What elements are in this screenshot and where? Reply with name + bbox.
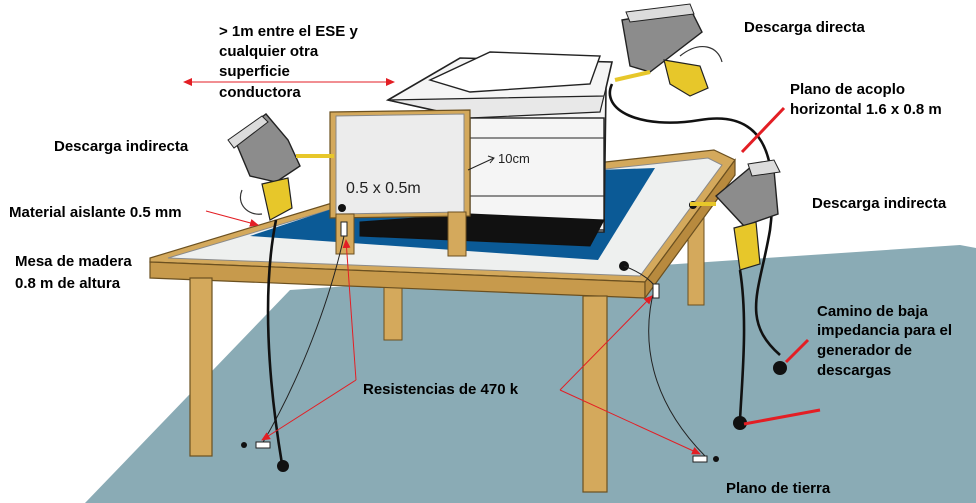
distance-line-2: cualquier otra: [219, 43, 319, 60]
table-line-1: Mesa de madera: [15, 253, 132, 270]
indirect-discharge-right-label: Descarga indirecta: [812, 195, 947, 212]
vertical-coupling-plane: 0.5 x 0.5m: [329, 109, 471, 257]
low-impedance-line-4: descargas: [817, 362, 891, 379]
direct-discharge-label: Descarga directa: [744, 19, 866, 36]
esd-gun-indirect-right: [690, 159, 787, 430]
distance-line-3: superficie: [219, 63, 290, 80]
ground-plane-label: Plano de tierra: [726, 480, 831, 497]
low-impedance-note: Camino de baja impedancia para el genera…: [817, 303, 952, 379]
coupling-plane-line-2: horizontal 1.6 x 0.8 m: [790, 101, 942, 118]
coupling-plane-note: Plano de acoplo horizontal 1.6 x 0.8 m: [790, 81, 942, 118]
table-line-2: 0.8 m de altura: [15, 275, 121, 292]
distance-line-1: > 1m entre el ESE y: [219, 23, 358, 40]
low-impedance-line-3: generador de: [817, 342, 912, 359]
insulation-label: Material aislante 0.5 mm: [9, 204, 182, 221]
indirect-discharge-left-label: Descarga indirecta: [54, 138, 189, 155]
table-note: Mesa de madera 0.8 m de altura: [15, 253, 132, 292]
annotation-arrows: [183, 78, 701, 455]
resistors-label: Resistencias de 470 k: [363, 381, 519, 398]
red-indicator-lines: [740, 106, 821, 426]
distance-note: > 1m entre el ESE y cualquier otra super…: [219, 23, 358, 101]
vertical-plane-size-label: 0.5 x 0.5m: [346, 180, 421, 197]
resistor-components: [241, 283, 719, 463]
esd-gun-direct: [608, 3, 781, 356]
spacing-label: 10cm: [498, 151, 530, 166]
esd-gun-indirect-left: [227, 113, 334, 472]
spacing-marker: 10cm: [467, 151, 530, 171]
ground-plane: [85, 245, 976, 503]
low-impedance-line-1: Camino de baja: [817, 303, 929, 320]
coupling-plane-line-1: Plano de acoplo: [790, 81, 905, 98]
table-front-legs: [189, 277, 608, 493]
low-impedance-line-2: impedancia para el: [817, 322, 952, 339]
distance-line-4: conductora: [219, 84, 301, 101]
